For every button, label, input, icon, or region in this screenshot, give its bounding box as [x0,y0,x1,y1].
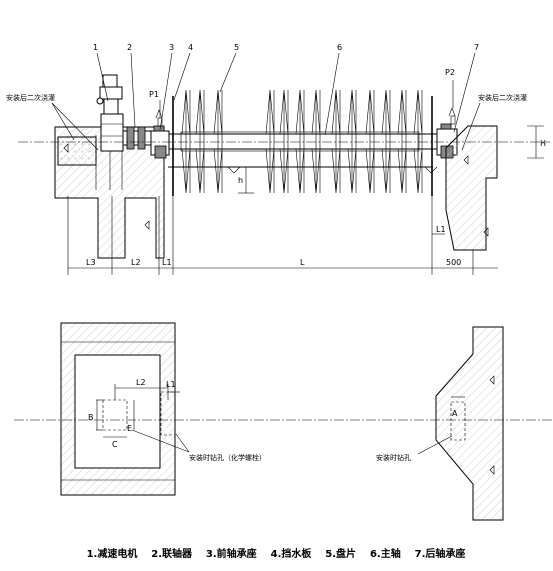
dim-L: L [300,258,305,267]
anchor-hole-pattern [102,399,128,431]
plan-dim-L2: L2 [136,378,146,387]
leader-line [324,52,340,136]
disk-bank [181,89,423,194]
dim-h: h [238,176,243,185]
dim-E: E [127,424,132,433]
left-foundation-plan [60,322,176,496]
concrete-mark [489,465,495,475]
leader-line [173,52,191,101]
leader-line [130,52,136,128]
dim-500: 500 [446,258,461,267]
concrete-mark [63,143,69,153]
main-shaft [168,133,438,150]
water-level-mark [424,166,438,174]
leader-line [131,429,190,453]
left-grout [57,136,97,166]
leader-line [219,52,237,93]
callout-1: 1 [93,43,98,52]
concrete-mark [489,375,495,385]
concrete-mark [144,220,150,230]
callout-2: 2 [127,43,132,52]
concrete-mark [483,227,489,237]
right-foundation [445,125,498,251]
callout-7: 7 [474,43,479,52]
plan-dim-L1: L1 [166,380,176,389]
leader-line [159,52,173,131]
water-level-mark [227,166,241,174]
note-drill-left: 安装时钻孔（化学螺栓） [189,453,266,462]
right-foundation-plan [435,326,504,521]
dim-C: C [112,440,118,449]
dim-A: A [452,409,458,418]
plan-view: B C E L2 L1 安装时钻孔（化学螺栓） A 安装时钻孔 [14,322,552,521]
dim-H: H [540,139,546,148]
anchor-hole-right [450,401,466,441]
dim-L1: L1 [162,258,172,267]
pressure-p2: P2 [445,68,455,77]
callout-4: 4 [188,43,193,52]
callout-3: 3 [169,43,174,52]
elevation-view: h H P1 P2 1 2 3 4 5 6 7 安装后二次浇灌 安装后二次浇灌 [6,43,550,275]
leader-line [96,52,109,102]
dim-L3: L3 [86,258,96,267]
note-grout-right: 安装后二次浇灌 [478,93,527,102]
note-grout-left: 安装后二次浇灌 [6,93,55,102]
note-drill-right: 安装时钻孔 [376,453,411,462]
callout-5: 5 [234,43,239,52]
concrete-mark [463,155,469,165]
pressure-p1: P1 [149,90,159,99]
parts-legend: 1.减速电机 2.联轴器 3.前轴承座 4.挡水板 5.盘片 6.主轴 7.后轴… [87,547,466,560]
dim-B: B [88,413,94,422]
leader-line [453,52,476,133]
dim-L1-right: L1 [436,225,446,234]
leader-line [461,102,481,151]
geared-motor [96,74,124,152]
dim-L2: L2 [131,258,141,267]
leader-line [175,433,190,453]
leader-line [51,102,99,151]
leader-line [417,435,453,455]
leader-line [51,102,75,141]
callout-6: 6 [337,43,342,52]
